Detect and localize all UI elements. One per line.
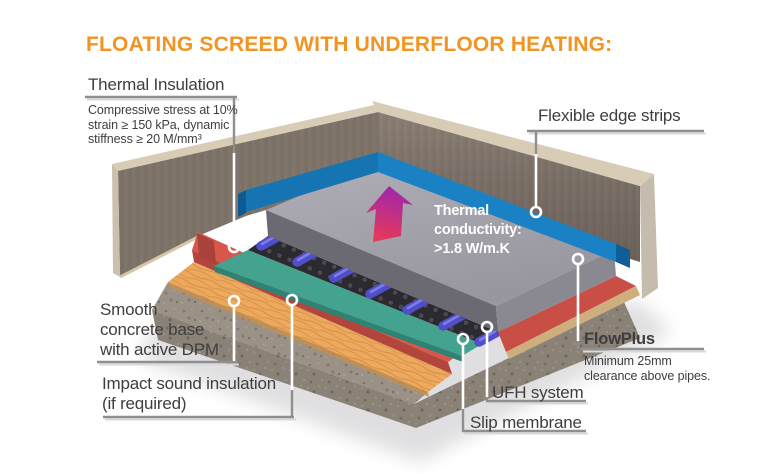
edge-strip-right-end [616, 244, 630, 268]
arrow-text-line: >1.8 W/m.K [434, 241, 510, 257]
label-flowplus: FlowPlus [584, 330, 655, 348]
right-cut-slivers [498, 276, 640, 359]
label-impact-sound: Impact sound insulation (if required) [102, 374, 276, 414]
desc-line: Minimum 25mm [584, 354, 672, 368]
ring-thermal-insulation [227, 240, 241, 254]
desc-line: Compressive stress at 10% [88, 103, 238, 117]
edge-strip-layer [238, 152, 630, 268]
label-rules [85, 95, 704, 433]
teal-lip [214, 266, 463, 362]
right-wall [372, 101, 658, 299]
dpm-sliver [119, 235, 199, 279]
edge-strip-right [378, 152, 616, 262]
ring-ufh-system [480, 320, 494, 334]
slip-membrane-layer [214, 250, 482, 362]
page-title: FLOATING SCREED WITH UNDERFLOOR HEATING: [86, 33, 613, 56]
label-line: (if required) [102, 394, 187, 413]
dpm-right-cut [506, 286, 640, 359]
red-right-cut [498, 276, 636, 352]
arrow-text-line: conductivity: [434, 222, 522, 238]
screed-front-right-face [496, 250, 616, 332]
right-wall-top [372, 101, 654, 186]
left-wall-end-face [112, 164, 120, 277]
desc-line: strain ≥ 150 kPa, dynamic [88, 117, 230, 132]
label-slip-membrane: Slip membrane [470, 413, 582, 432]
desc-line: clearance above pipes. [584, 368, 711, 383]
screed-front-left-face [266, 210, 498, 332]
label-smooth-concrete: Smooth concrete base with active DPM [100, 300, 219, 360]
edge-strip-left-end [238, 190, 246, 217]
annotations [85, 95, 706, 435]
arrow-text-line: Thermal [434, 203, 490, 219]
label-flexible-edge-strips: Flexible edge strips [538, 106, 681, 125]
ring-slip-membrane [456, 332, 470, 346]
concrete-base-layer [152, 282, 640, 428]
label-thermal-insulation-desc: Compressive stress at 10% strain ≥ 150 k… [88, 103, 238, 147]
red-left-end [197, 233, 216, 264]
label-flowplus-desc: Minimum 25mm clearance above pipes. [584, 354, 710, 383]
ring-smooth-concrete [227, 294, 241, 308]
ring-impact-sound [285, 293, 299, 307]
label-line: concrete base [100, 320, 205, 339]
desc-line: stiffness ≥ 20 M/mm³ [88, 132, 202, 146]
label-ufh-system: UFH system [492, 383, 584, 402]
ring-flexible-edge-strips [529, 205, 543, 219]
edge-strip-left [246, 152, 378, 212]
left-wall-top [112, 105, 378, 171]
label-line: Impact sound insulation [102, 374, 277, 393]
label-thermal-insulation: Thermal Insulation [88, 75, 225, 94]
concrete-top [152, 282, 428, 404]
teal-top [214, 250, 482, 356]
label-line: with active DPM [100, 340, 219, 359]
leader-rings [227, 205, 585, 346]
thermal-arrow [366, 186, 413, 242]
screed-top [266, 160, 614, 306]
label-line: Smooth [100, 300, 158, 319]
right-wall-end-face [640, 174, 658, 299]
screed-slab [266, 160, 616, 332]
label-thermal-conductivity: Thermal conductivity: >1.8 W/m.K [434, 202, 522, 259]
ring-flowplus [571, 252, 585, 266]
concrete-front-faces [152, 302, 640, 428]
leader-lines [232, 153, 580, 409]
